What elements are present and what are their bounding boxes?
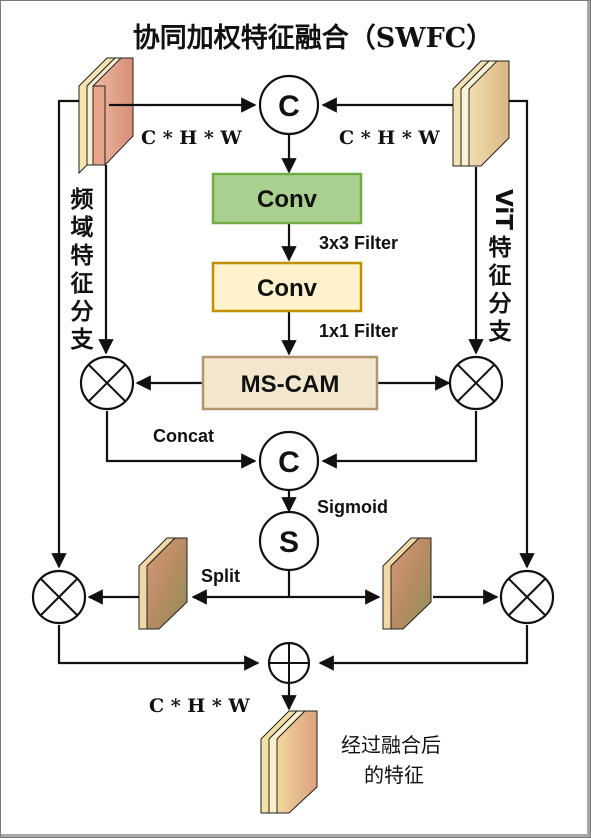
multiply-icon-lower-left [31,569,87,625]
output-caption-line1: 经过融合后 [341,733,441,757]
left-weight-map-stack [138,537,188,630]
dim-label-right: C * H * W [339,127,440,149]
svg-text:分: 分 [489,291,512,317]
vit-feature-stack [452,60,510,167]
diagram-title: 协同加权特征融合（SWFC） [133,22,493,54]
conv-1x1-box [211,261,363,313]
conv-1x1-label: Conv [257,275,318,302]
ms-cam-box [201,355,379,411]
split-label: Split [201,566,240,586]
svg-text:域: 域 [71,214,94,241]
frequency-feature-stack [78,57,134,175]
sigmoid-node [258,510,320,572]
sigmoid-label: Sigmoid [317,497,388,517]
frequency-branch-label: 频 域 特 征 分 支 [70,187,95,353]
dim-label-bottom: C * H * W [149,695,250,717]
multiply-icon-upper-right [448,355,504,411]
top-concat-node [258,74,320,136]
svg-text:征: 征 [71,271,94,297]
mid-concat-node [258,430,320,492]
right-weight-map-stack [382,537,432,630]
ms-cam-label: MS-CAM [241,371,340,398]
dim-label-left: C * H * W [141,127,242,149]
svg-text:支: 支 [70,327,95,353]
concat-label: Concat [153,426,214,446]
svg-text:ViT: ViT [490,189,516,230]
mid-concat-symbol: C [278,446,300,479]
connection-lines [51,97,535,711]
svg-text:支: 支 [488,319,513,345]
svg-text:特: 特 [71,243,94,269]
svg-text:征: 征 [489,263,512,289]
multiply-icon-lower-right [499,569,555,625]
multiply-icon-upper-left [79,355,135,411]
filter-3x3-label: 3x3 Filter [319,233,398,253]
vit-branch-label: ViT 特 征 分 支 [488,189,517,345]
sigmoid-symbol: S [279,526,299,559]
output-caption-line2: 的特征 [364,763,424,787]
svg-text:特: 特 [489,235,512,261]
filter-1x1-label: 1x1 Filter [319,321,398,341]
fused-output-stack [260,710,318,814]
top-concat-symbol: C [278,90,300,123]
add-icon [267,641,311,685]
conv-3x3-box [211,172,363,225]
svg-text:频: 频 [71,187,94,213]
conv-3x3-label: Conv [257,186,318,213]
svg-text:分: 分 [71,299,94,325]
